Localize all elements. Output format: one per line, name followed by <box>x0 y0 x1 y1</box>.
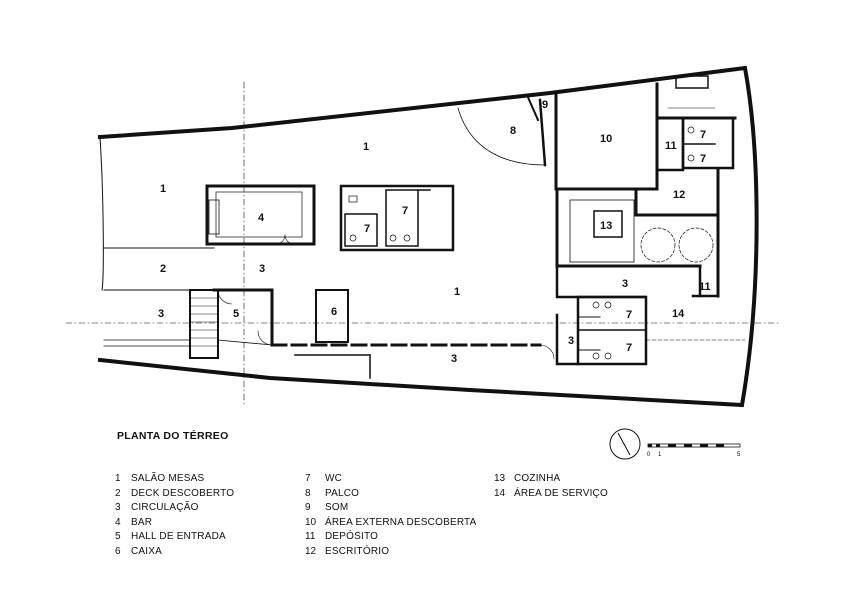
legend-num: 13 <box>494 473 506 484</box>
legend-label: WC <box>325 473 343 484</box>
legend-label: CAIXA <box>131 545 163 557</box>
room-label-wc-4: 7 <box>700 153 706 165</box>
room-label-palco: 8 <box>510 125 516 137</box>
room-label-circulacao-4: 3 <box>622 278 628 290</box>
legend-item: 4 BAR <box>115 516 234 531</box>
legend-label: HALL DE ENTRADA <box>131 531 226 542</box>
room-label-wc-2: 7 <box>402 205 408 217</box>
legend-item: 6 CAIXA <box>115 545 234 560</box>
room-label-deposito-2: 11 <box>699 281 711 293</box>
legend-label: DECK DESCOBERTO <box>131 487 235 499</box>
legend-num: 4 <box>115 516 121 528</box>
legend-label: PALCO <box>325 487 360 499</box>
room-label-area-externa: 10 <box>600 133 612 145</box>
north-arrow-icon <box>609 428 641 460</box>
scale-bar: 0 1 5 <box>647 443 741 458</box>
legend-label: DEPÓSITO <box>325 531 379 542</box>
room-label-circulacao-1: 3 <box>259 263 265 275</box>
legend-label: ÁREA DE SERVIÇO <box>514 487 608 499</box>
legend-num: 5 <box>115 531 121 542</box>
legend-item: 8 PALCO <box>305 487 477 502</box>
room-label-salao-mesas-1: 1 <box>160 183 166 195</box>
legend-item: 12 ESCRITÓRIO <box>305 545 477 560</box>
floor-plan: 1 1 1 2 3 3 3 3 3 4 5 6 7 7 7 7 7 7 8 9 … <box>65 65 781 408</box>
scale-label-5: 5 <box>737 452 741 458</box>
room-label-caixa: 6 <box>331 306 337 318</box>
legend-item: 10 ÁREA EXTERNA DESCOBERTA <box>305 516 477 531</box>
room-label-hall-entrada: 5 <box>233 308 239 320</box>
legend-label: BAR <box>131 516 153 528</box>
plan-title: PLANTA DO TÉRREO <box>117 430 229 442</box>
legend-item: 11 DEPÓSITO <box>305 530 477 545</box>
legend-item: 5 HALL DE ENTRADA <box>115 530 234 545</box>
legend-label: CIRCULAÇÃO <box>131 502 199 513</box>
room-label-deposito-1: 11 <box>665 140 677 152</box>
legend-item: 13 COZINHA <box>494 472 608 487</box>
room-label-deck: 2 <box>160 263 166 275</box>
legend-num: 11 <box>305 531 316 542</box>
legend-num: 10 <box>305 516 317 528</box>
legend-column-1: 1 SALÃO MESAS 2 DECK DESCOBERTO 3 CIRCULAÇÃ… <box>115 472 234 559</box>
room-label-area-servico: 14 <box>672 308 685 320</box>
legend-item: 14 ÁREA DE SERVIÇO <box>494 487 608 502</box>
legend-item: 7 WC <box>305 472 477 487</box>
scale-label-0: 0 <box>647 452 651 458</box>
room-label-wc-5: 7 <box>626 309 632 321</box>
room-label-wc-3: 7 <box>700 129 706 141</box>
room-label-salao-mesas-3: 1 <box>454 286 460 298</box>
legend-item: 1 SALÃO MESAS <box>115 472 234 487</box>
legend-column-3: 13 COZINHA 14 ÁREA DE SERVIÇO <box>494 472 608 501</box>
room-label-escritorio: 12 <box>673 189 685 201</box>
legend-num: 6 <box>115 545 121 557</box>
legend-item: 3 CIRCULAÇÃO <box>115 501 234 516</box>
legend-label: ÁREA EXTERNA DESCOBERTA <box>325 516 477 528</box>
legend-label: SALÃO MESAS <box>131 473 205 484</box>
legend-num: 1 <box>115 473 121 484</box>
room-label-circulacao-2: 3 <box>158 308 164 320</box>
room-label-circulacao-3: 3 <box>451 353 457 365</box>
legend-num: 12 <box>305 545 317 557</box>
legend-num: 3 <box>115 502 121 513</box>
room-label-som: 9 <box>542 99 548 111</box>
legend-item: 9 SOM <box>305 501 477 516</box>
legend-num: 7 <box>305 473 311 484</box>
room-label-cozinha: 13 <box>600 220 612 232</box>
legend-item: 2 DECK DESCOBERTO <box>115 487 234 502</box>
room-label-wc-6: 7 <box>626 342 632 354</box>
legend-column-2: 7 WC 8 PALCO 9 SOM 10 ÁREA EXTERNA DESCOBERT… <box>305 472 477 559</box>
legend-num: 9 <box>305 502 311 513</box>
room-label-bar: 4 <box>258 212 265 224</box>
legend-label: COZINHA <box>514 473 561 484</box>
legend-label: SOM <box>325 502 349 513</box>
scale-label-1: 1 <box>658 452 662 458</box>
room-label-wc-1: 7 <box>364 223 370 235</box>
legend-num: 8 <box>305 487 311 499</box>
room-label-circulacao-5: 3 <box>568 335 574 347</box>
legend-num: 14 <box>494 487 506 499</box>
legend-label: ESCRITÓRIO <box>325 545 390 557</box>
legend-num: 2 <box>115 487 121 499</box>
room-label-salao-mesas-2: 1 <box>363 141 369 153</box>
